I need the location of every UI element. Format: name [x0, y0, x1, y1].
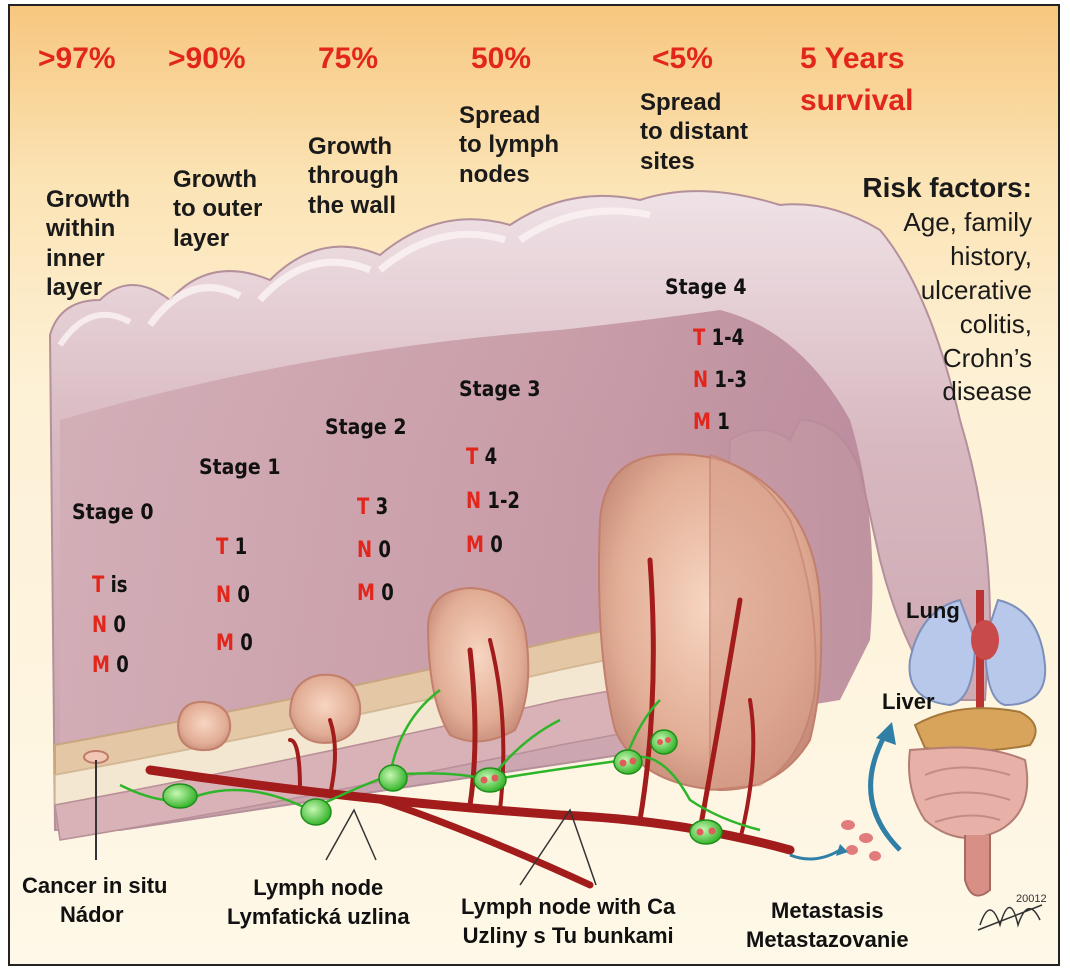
artist-signature	[978, 905, 1042, 930]
signature-year: 20012	[1016, 893, 1047, 906]
lymph-node	[301, 799, 331, 825]
tnm-stage-2: T 3 N 0 M 0	[357, 486, 394, 615]
tumor-stage-1	[178, 702, 230, 750]
survival-stage-2: 75%	[318, 42, 378, 75]
survival-stage-3: 50%	[471, 42, 531, 75]
survival-stage-1: >90%	[168, 42, 246, 75]
lymph-node	[379, 765, 407, 791]
risk-factors-heading: Risk factors:	[862, 170, 1032, 206]
liver-label: Liver	[882, 688, 935, 717]
metastasis-arrow	[871, 735, 900, 850]
survival-stage-0: >97%	[38, 42, 116, 75]
lymph-node-label: Lymph node Lymfatická uzlina	[227, 874, 410, 931]
stage-4-label: Stage 4	[665, 275, 746, 299]
lymph-node-with-cancer	[614, 750, 642, 774]
lymph-node	[163, 784, 197, 808]
stage-1-label: Stage 1	[199, 455, 280, 479]
metastasis-label: Metastasis Metastazovanie	[746, 897, 909, 954]
lymph-node-with-cancer	[690, 820, 722, 844]
tnm-stage-4: T 1-4 N 1-3 M 1	[693, 318, 747, 444]
survival-label-line2: survival	[800, 84, 913, 117]
survival-stage-4: <5%	[652, 42, 713, 75]
lymph-node-with-cancer	[651, 730, 677, 754]
cancer-in-situ-label: Cancer in situ Nádor	[22, 872, 167, 929]
survival-label-line1: 5 Years	[800, 42, 905, 75]
stage-0-label: Stage 0	[72, 500, 153, 524]
tnm-stage-3: T 4 N 1-2 M 0	[466, 436, 520, 568]
risk-factors: Risk factors: Age, family history, ulcer…	[862, 170, 1032, 409]
tnm-stage-1: T 1 N 0 M 0	[216, 524, 253, 668]
intestine-organ	[909, 748, 1027, 896]
metastasis-arrow	[790, 850, 840, 859]
tumor-stage-2	[290, 675, 360, 743]
stage-3-label: Stage 3	[459, 377, 540, 401]
lymph-node-with-ca-label: Lymph node with Ca Uzliny s Tu bunkami	[461, 893, 675, 950]
tumor-stage-3	[428, 588, 528, 741]
lymph-node-with-cancer	[474, 768, 506, 792]
tnm-stage-0: T is N 0 M 0	[92, 566, 129, 686]
metastatic-cells	[841, 820, 881, 861]
stage-2-label: Stage 2	[325, 415, 406, 439]
lung-label: Lung	[906, 597, 960, 626]
